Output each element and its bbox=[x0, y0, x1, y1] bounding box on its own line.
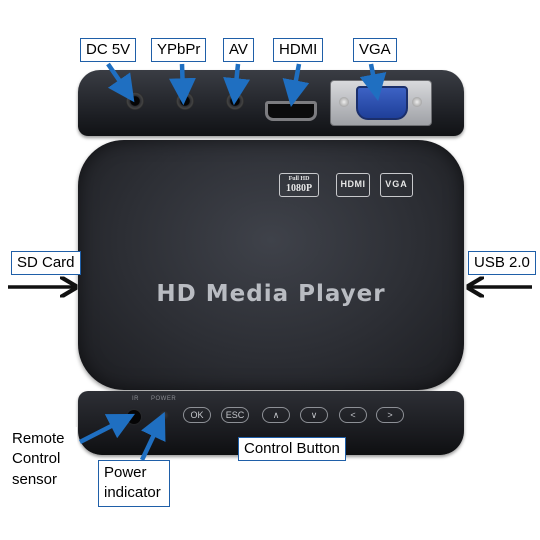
right-button[interactable]: > bbox=[376, 407, 404, 423]
ir-label: IR bbox=[132, 396, 139, 402]
left-button[interactable]: < bbox=[339, 407, 367, 423]
arrow-av bbox=[223, 63, 251, 106]
label-dc-5v: DC 5V bbox=[80, 38, 137, 62]
label-ypbpr: YPbPr bbox=[151, 38, 207, 62]
label-vga: VGA bbox=[353, 38, 397, 62]
ok-button[interactable]: OK bbox=[183, 407, 211, 423]
down-button[interactable]: ∨ bbox=[300, 407, 328, 423]
vga-screw-left bbox=[339, 97, 349, 107]
up-button[interactable]: ∧ bbox=[262, 407, 290, 423]
product-name-text: HD Media Player bbox=[156, 281, 386, 307]
hdmi-logo-badge: HDMI bbox=[336, 173, 370, 197]
esc-button[interactable]: ESC bbox=[221, 407, 249, 423]
label-sd-card: SD Card bbox=[11, 251, 81, 275]
arrow-remote-sensor bbox=[78, 413, 136, 445]
fullhd-badge: Full HD 1080P bbox=[279, 173, 319, 197]
vga-logo-badge: VGA bbox=[380, 173, 413, 197]
label-remote-sensor: Remote Control sensor bbox=[7, 427, 77, 492]
arrow-ypbpr bbox=[168, 63, 196, 106]
arrow-dc-5v bbox=[106, 62, 135, 103]
label-hdmi: HDMI bbox=[273, 38, 324, 62]
fullhd-badge-small: Full HD bbox=[288, 176, 310, 182]
label-usb: USB 2.0 bbox=[468, 251, 536, 275]
power-label: POWER bbox=[151, 396, 177, 402]
fullhd-badge-big: 1080P bbox=[285, 183, 313, 194]
label-av: AV bbox=[223, 38, 254, 62]
vga-screw-right bbox=[412, 97, 422, 107]
device-top-cover bbox=[78, 140, 464, 390]
label-control-button: Control Button bbox=[238, 437, 346, 461]
label-power-indicator: Power indicator bbox=[98, 460, 170, 507]
arrow-vga bbox=[359, 63, 387, 102]
arrow-hdmi bbox=[282, 63, 310, 108]
arrow-power-indicator bbox=[139, 411, 166, 461]
